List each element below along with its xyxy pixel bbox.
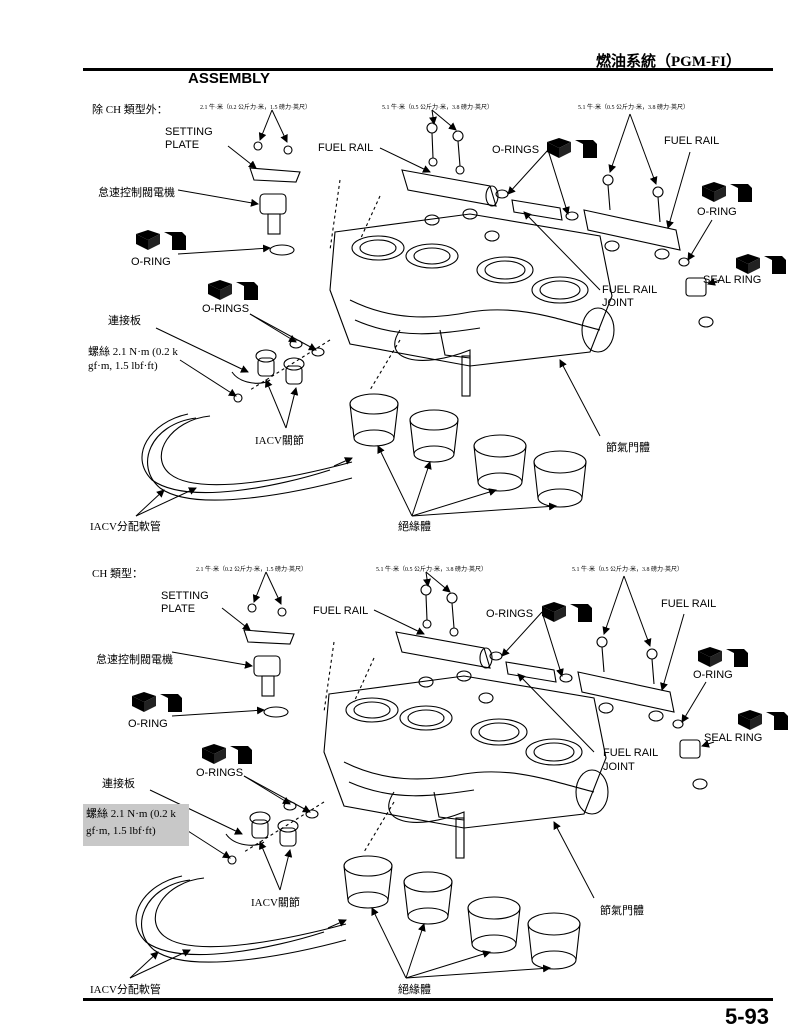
motor-label-top: 怠速控制閥電機 [98, 187, 175, 199]
screw-label-bottom-2: gf·m, 1.5 lbf·ft) [86, 825, 156, 837]
fuel-rail-joint-label-top-1: FUEL RAIL [602, 284, 658, 296]
throttle-body-label-bottom: 節氣門體 [600, 905, 644, 917]
iacv-hose-label-bottom: IACV分配軟管 [90, 984, 161, 996]
torque-label-a-bottom: 2.1 牛·米（0.2 公斤力·米，1.5 磅力·英尺） [196, 567, 307, 573]
seal-ring-label-top: SEAL RING [703, 274, 762, 286]
fuel-rail-right-shape [583, 209, 681, 251]
throttle-body-label-top: 節氣門體 [606, 442, 650, 454]
link-plate-label-bottom: 連接板 [102, 778, 135, 790]
new-part-icon [702, 182, 752, 202]
torque-label-b-top: 5.1 牛·米（0.5 公斤力·米，3.8 磅力·英尺） [382, 105, 493, 111]
iacv-joint-label-top: IACV關節 [255, 435, 304, 447]
oring-left-label-bottom: O-RING [128, 718, 168, 730]
oring-left-label-top: O-RING [131, 256, 171, 268]
motor-label-bottom: 怠速控制閥電機 [96, 654, 173, 666]
torque-label-c-top: 5.1 牛·米（0.5 公斤力·米，3.8 磅力·英尺） [578, 105, 689, 111]
assembly-diagram-top [135, 109, 721, 517]
fuel-rail-left-label-bottom: FUEL RAIL [313, 605, 369, 617]
variant-label-top: 除 CH 類型外： [92, 104, 168, 116]
fuel-rail-left-label-top: FUEL RAIL [318, 142, 374, 154]
torque-label-a-top: 2.1 牛·米（0.2 公斤力·米，1.5 磅力·英尺） [200, 105, 311, 111]
torque-label-b-bottom: 5.1 牛·米（0.5 公斤力·米，3.8 磅力·英尺） [376, 567, 487, 573]
oring-right-label-bottom: O-RING [693, 669, 733, 681]
link-plate-label-top: 連接板 [108, 315, 141, 327]
setting-plate-label-top-2: PLATE [165, 139, 200, 151]
orings-mid-label-bottom: O-RINGS [196, 767, 244, 779]
seal-ring-label-bottom: SEAL RING [704, 732, 763, 744]
new-part-icon [202, 744, 252, 764]
setting-plate-label-bottom-1: SETTING [161, 590, 209, 602]
new-part-icon [542, 602, 592, 622]
insulator-label-top: 絕緣體 [398, 521, 431, 533]
new-part-icon [547, 138, 597, 158]
new-part-icon [738, 710, 788, 730]
section-title: ASSEMBLY [188, 70, 270, 87]
new-part-icon [698, 647, 748, 667]
fuel-rail-joint-label-top-2: JOINT [602, 297, 634, 309]
oring-right-label-top: O-RING [697, 206, 737, 218]
insulator-label-bottom: 絕緣體 [398, 984, 431, 996]
iacv-hose-label-top: IACV分配軟管 [90, 521, 161, 533]
fuel-rail-joint-label-bottom-2: JOINT [603, 761, 635, 773]
throttle-body-block [329, 213, 613, 367]
new-part-icon [208, 280, 258, 300]
new-part-icon [136, 230, 186, 250]
header-rule [83, 68, 773, 71]
footer-rule [83, 998, 773, 1001]
torque-label-c-bottom: 5.1 牛·米（0.5 公斤力·米，3.8 磅力·英尺） [572, 567, 683, 573]
page-header-title: 燃油系統（PGM-FI） [596, 54, 741, 70]
new-part-icon [736, 254, 786, 274]
screw-label-bottom-1: 螺絲 2.1 N·m (0.2 k [86, 808, 176, 820]
fuel-rail-joint-label-bottom-1: FUEL RAIL [603, 747, 659, 759]
setting-plate-label-bottom-2: PLATE [161, 603, 196, 615]
setting-plate-label-top-1: SETTING [165, 126, 213, 138]
variant-label-bottom: CH 類型： [92, 568, 144, 580]
page-number: 5-93 [724, 1004, 769, 1029]
screw-label-top-2: gf·m, 1.5 lbf·ft) [88, 360, 158, 372]
iacv-hose-a [160, 415, 353, 486]
screw-label-bottom: 螺絲 2.1 N·m (0.2 k gf·m, 1.5 lbf·ft) [83, 804, 189, 846]
orings-top-label-top: O-RINGS [492, 144, 540, 156]
fuel-rail-left-shape [401, 169, 497, 207]
orings-mid-label-top: O-RINGS [202, 303, 250, 315]
iacv-joint-label-bottom: IACV關節 [251, 897, 300, 909]
fuel-rail-right-label-top: FUEL RAIL [664, 135, 720, 147]
fuel-rail-right-label-bottom: FUEL RAIL [661, 598, 717, 610]
new-part-icon [132, 692, 182, 712]
orings-top-label-bottom: O-RINGS [486, 608, 534, 620]
screw-label-top-1: 螺絲 2.1 N·m (0.2 k [88, 346, 178, 358]
